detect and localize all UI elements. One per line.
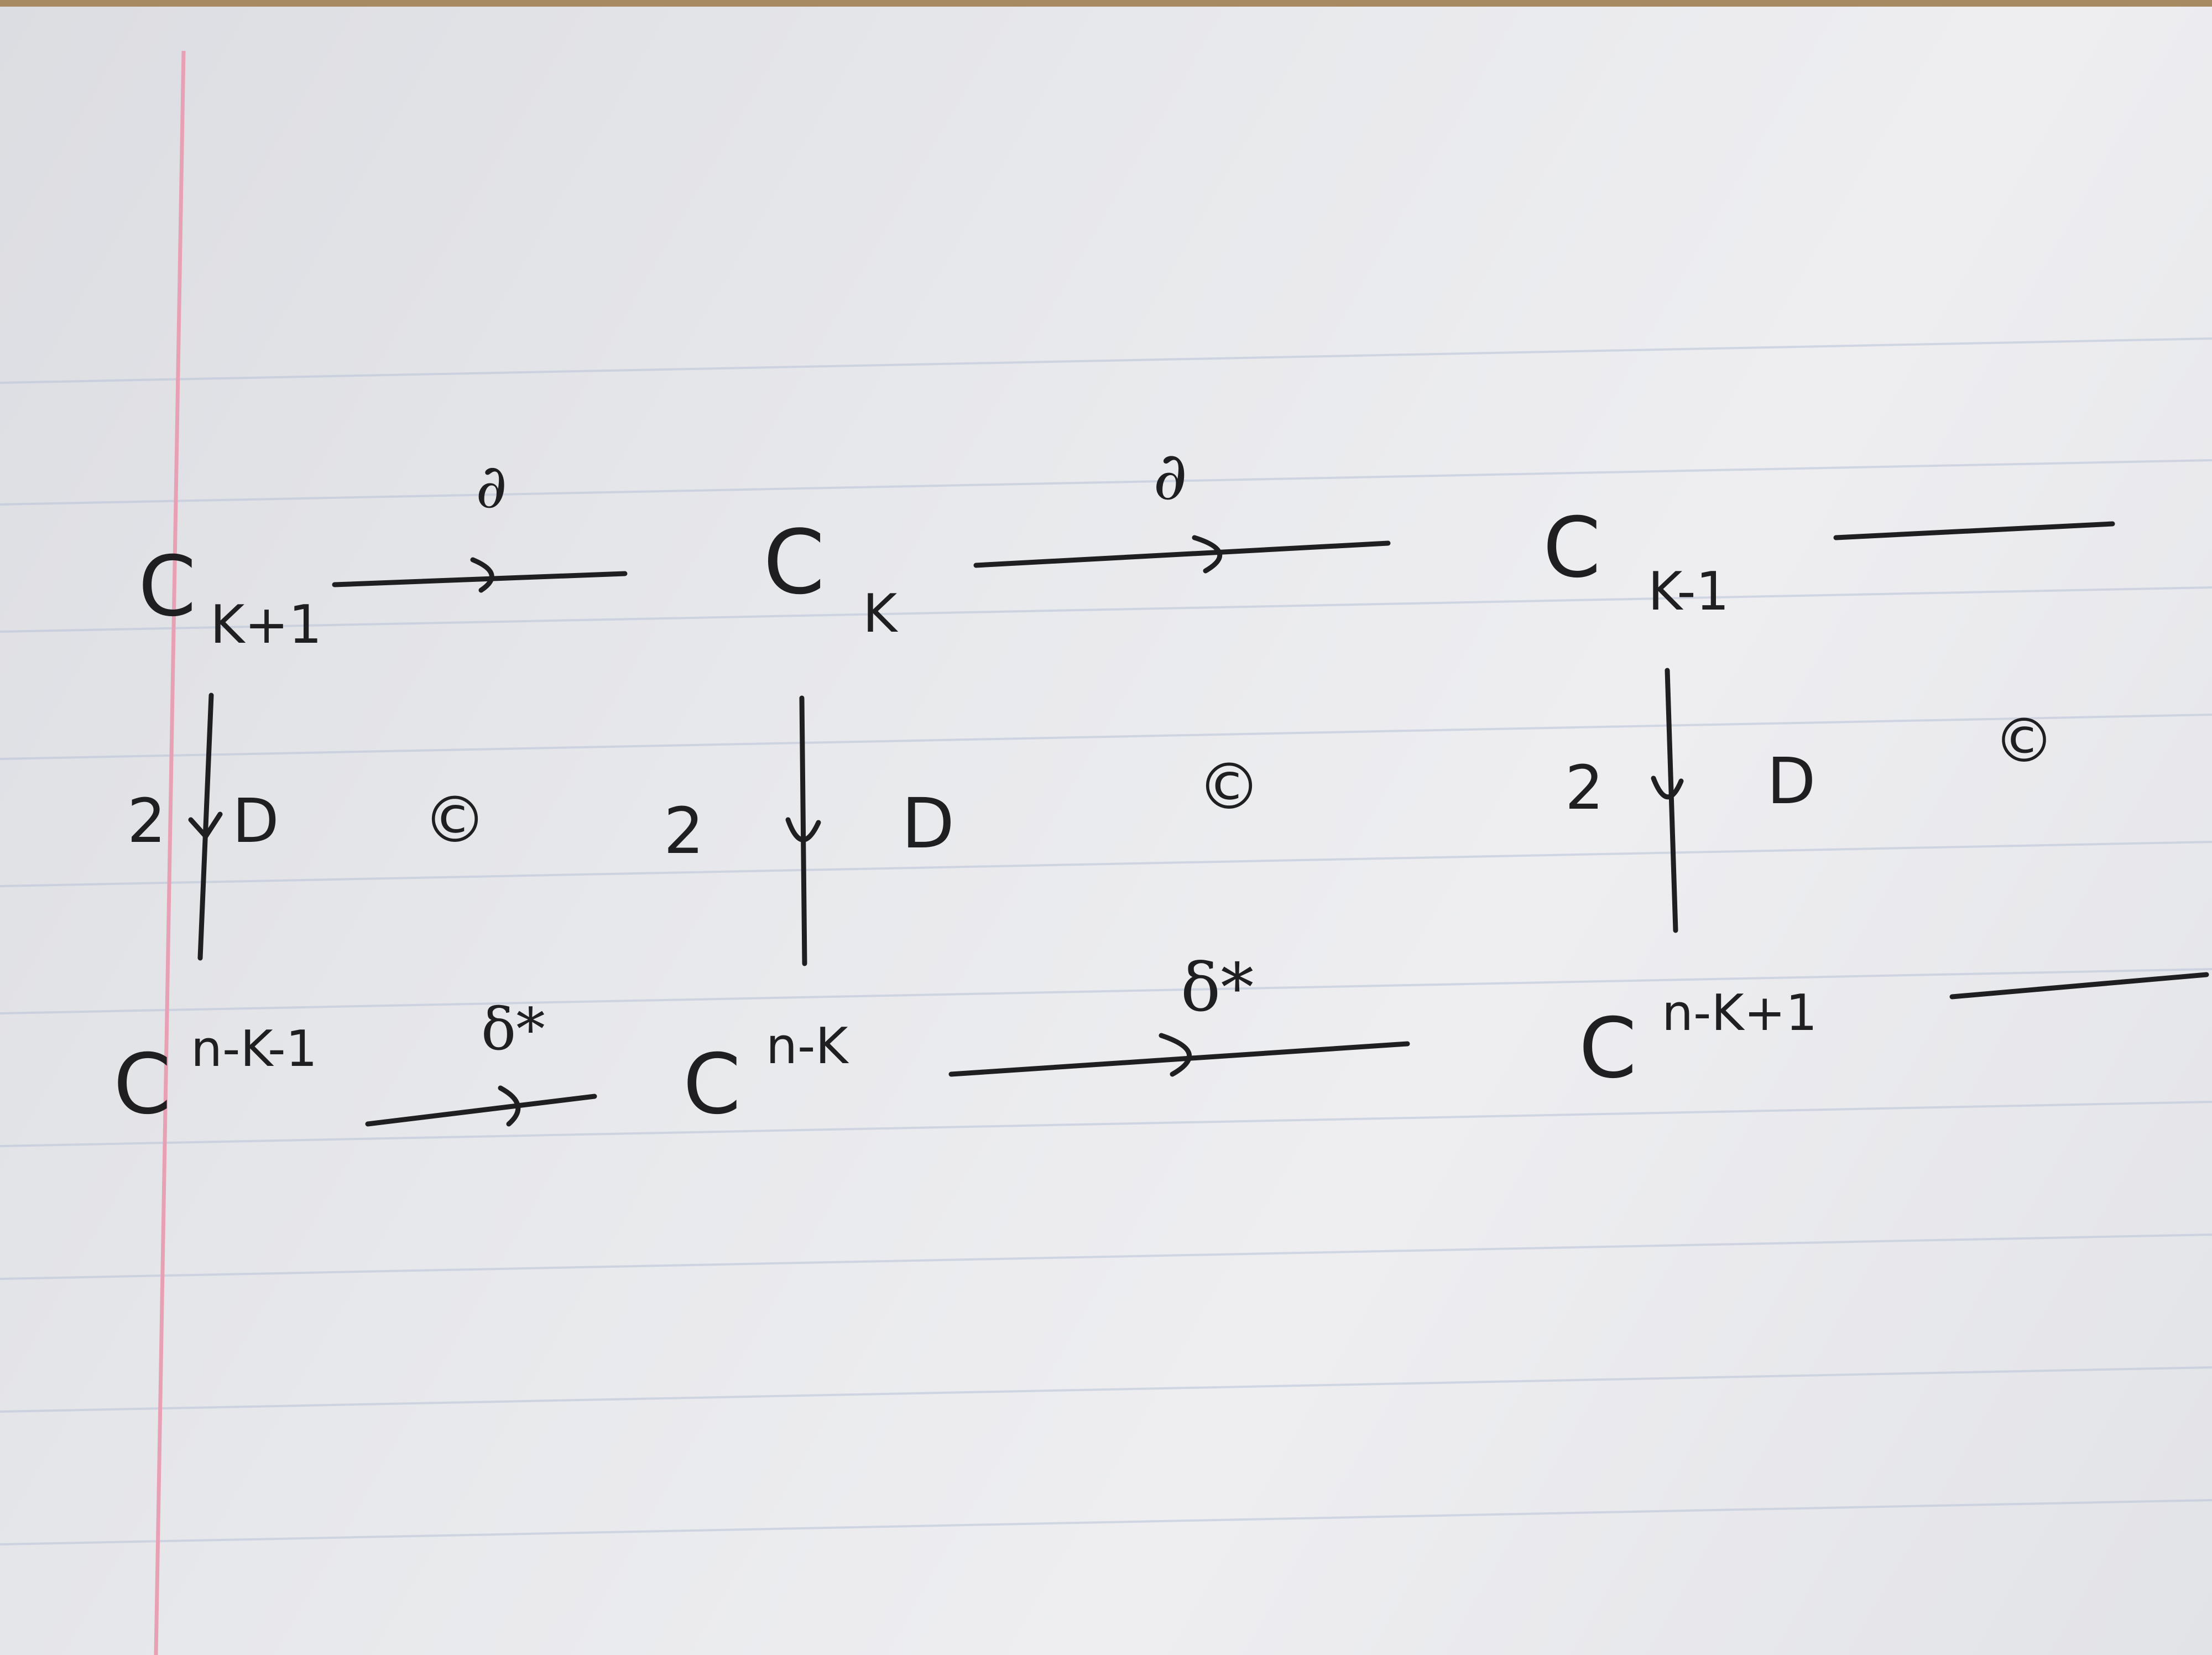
bottom-node-n-k-plus-1: C n-K+1 [1579,984,1817,1097]
node-superscript: n-K+1 [1662,984,1817,1042]
vertical-right-label: D [232,785,279,856]
vertical-right-label: D [901,784,954,864]
top-map-label-1: ∂ [476,451,507,522]
vertical-left-label: 2 [1565,752,1604,823]
vertical-map-1: 2 D [127,693,279,961]
bottom-node-n-k-minus-1: C n-K-1 [113,1020,317,1133]
node-main-letter: C [138,539,196,635]
top-arrow-2 [973,535,1391,574]
node-subscript: K-1 [1648,561,1729,622]
vertical-left-label: 2 [664,794,704,868]
bottom-arrow-3-tail [1949,972,2209,1000]
vertical-map-3: 2 D [1565,668,1816,933]
top-node-k-minus-1: C K-1 [1543,500,1729,622]
node-subscript: K+1 [210,595,322,655]
node-main-letter: C [763,511,825,614]
diagram-canvas: C K+1 C K C K-1 ∂ ∂ [0,50,2212,1655]
vertical-left-label: 2 [127,785,166,856]
node-superscript: n-K-1 [191,1020,317,1078]
bottom-node-n-k: C n-K [683,1017,849,1133]
notebook-paper: C K+1 C K C K-1 ∂ ∂ [0,7,2212,1655]
vertical-map-2: 2 D [664,695,954,966]
bottom-map-label-1: δ* [481,996,545,1063]
vertical-right-label: D [1767,745,1816,819]
top-arrow-3-tail [1833,521,2115,540]
node-main-letter: C [113,1037,171,1133]
margin-line [154,50,186,1655]
bottom-map-label-2: δ* [1181,950,1254,1027]
top-map-label-2: ∂ [1153,438,1187,515]
node-subscript: K [863,584,899,644]
node-main-letter: C [683,1037,741,1133]
node-main-letter: C [1543,500,1601,596]
top-node-k: C K [763,511,899,644]
commute-mark-3: © [1994,705,2054,776]
ruled-lines [0,337,2212,1545]
node-superscript: n-K [766,1017,849,1075]
commute-mark-2: © [1197,750,1261,824]
top-arrow-1 [332,557,628,593]
top-node-k-plus-1: C K+1 [138,539,322,655]
commute-mark-1: © [423,783,487,857]
node-main-letter: C [1579,1001,1637,1097]
bottom-arrow-2 [948,1033,1410,1077]
bottom-arrow-1 [365,1085,597,1127]
